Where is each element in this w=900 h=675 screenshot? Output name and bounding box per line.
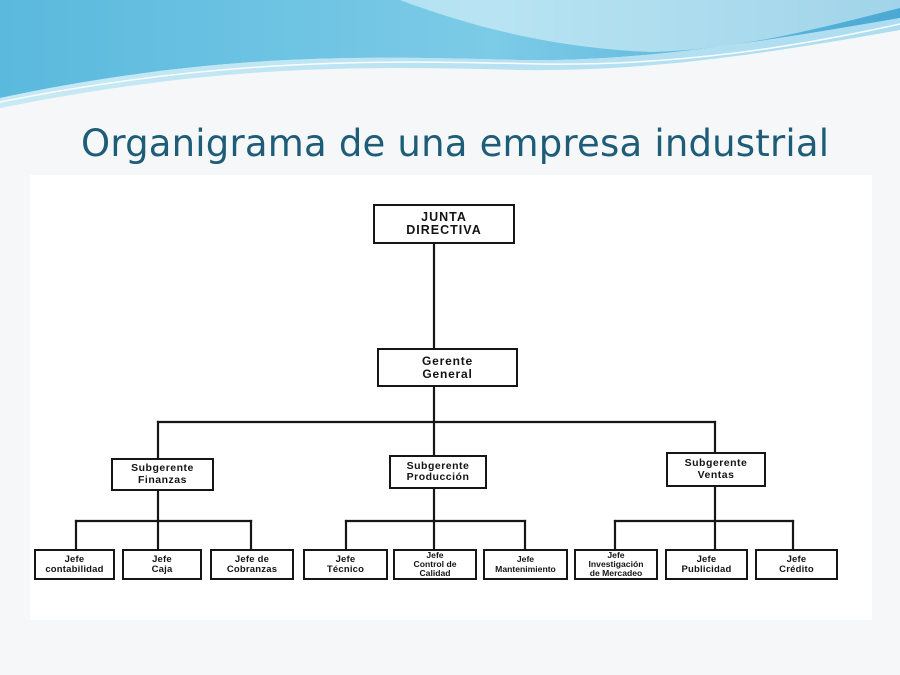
node-subgerente-finanzas: Subgerente Finanzas (111, 458, 214, 491)
node-jefe-mantenimiento: Jefe Mantenimiento (483, 549, 568, 580)
node-subgerente-ventas: Subgerente Ventas (666, 452, 766, 487)
node-jefe-investigacion-mercadeo: Jefe Investigación de Mercadeo (574, 549, 658, 580)
node-gerente-general: Gerente General (377, 348, 518, 387)
node-junta-directiva: JUNTA DIRECTIVA (373, 204, 515, 244)
node-jefe-contabilidad: Jefe contabilidad (34, 549, 115, 580)
node-jefe-credito: Jefe Crédito (755, 549, 838, 580)
node-jefe-publicidad: Jefe Publicidad (665, 549, 748, 580)
header-wave-decoration (0, 0, 900, 108)
page-title: Organigrama de una empresa industrial (81, 122, 830, 165)
node-jefe-caja: Jefe Caja (122, 549, 202, 580)
node-jefe-control-calidad: Jefe Control de Calidad (393, 549, 477, 580)
node-jefe-tecnico: Jefe Técnico (303, 549, 388, 580)
org-chart-area (30, 175, 872, 620)
node-jefe-cobranzas: Jefe de Cobranzas (210, 549, 294, 580)
node-subgerente-produccion: Subgerente Producción (389, 455, 487, 489)
